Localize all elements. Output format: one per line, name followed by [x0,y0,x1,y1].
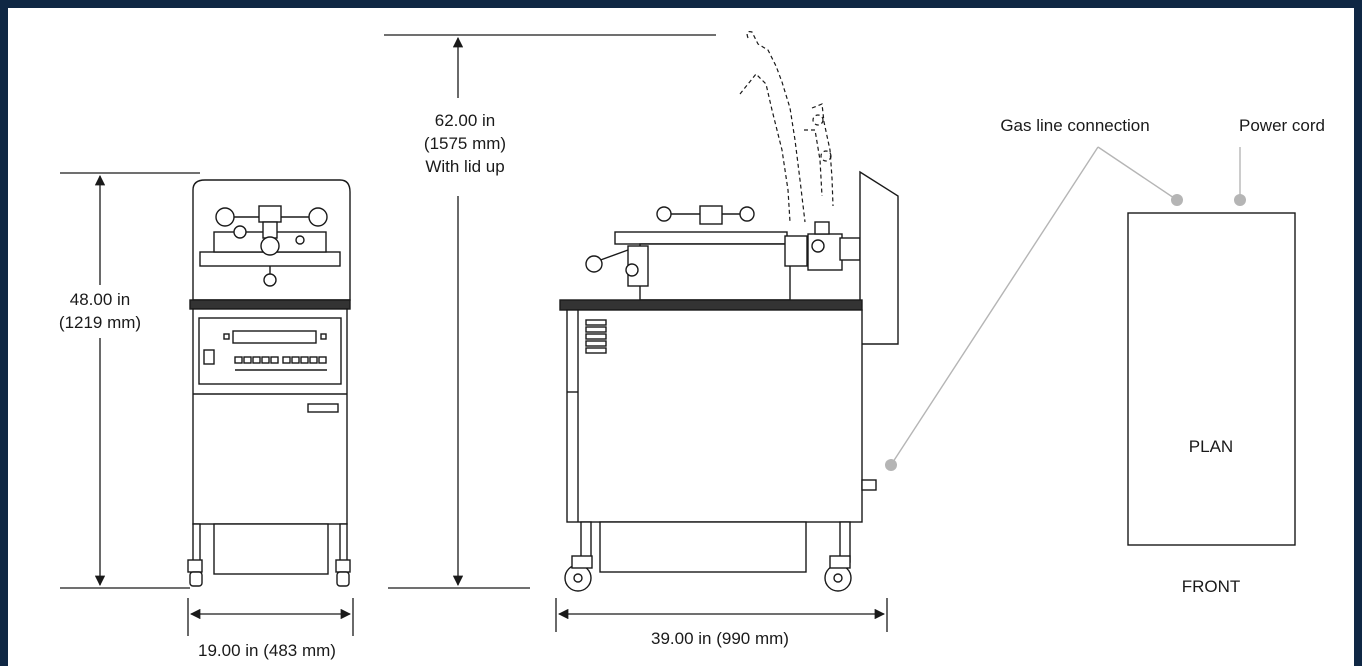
frame-border-left [0,0,8,666]
power-cord-dot [1234,194,1246,206]
dimension-lines [60,34,888,636]
frame-border-top [0,0,1362,8]
front-view [187,179,351,587]
plan-footprint [1127,212,1296,546]
power-cord-callout: Power cord [1239,116,1325,135]
plan-view [885,146,1296,546]
gas-line-callout: Gas line connection [1000,116,1149,135]
side-view [559,31,899,592]
width-label: 19.00 in (483 mm) [198,641,336,660]
plan-title: PLAN [1189,437,1233,456]
height-lid-up-imperial: 62.00 in [435,111,496,130]
height-lid-up-note: With lid up [425,157,504,176]
gas-side-dot [885,459,897,471]
depth-label: 39.00 in (990 mm) [651,629,789,648]
gas-connection-dot [1171,194,1183,206]
plan-front-label: FRONT [1182,577,1241,596]
height-closed-imperial: 48.00 in [70,290,131,309]
frame-border-right [1354,0,1362,666]
height-lid-up-metric: (1575 mm) [424,134,506,153]
height-closed-metric: (1219 mm) [59,313,141,332]
